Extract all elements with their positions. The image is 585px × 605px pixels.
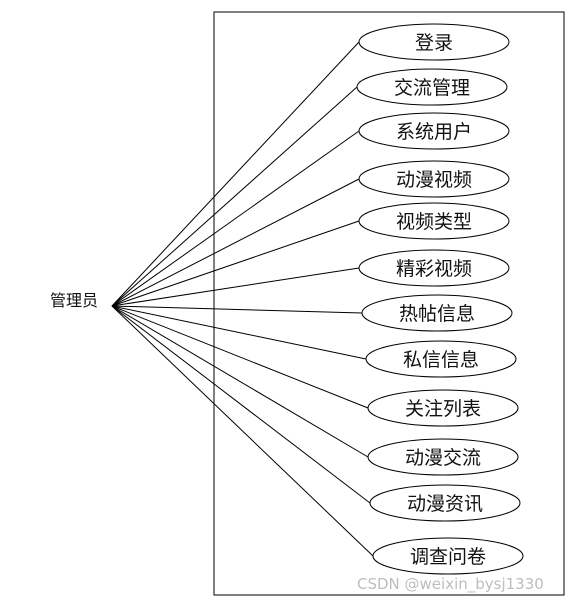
actor-label: 管理员 bbox=[50, 291, 98, 310]
use-case-label: 关注列表 bbox=[405, 398, 481, 420]
use-case-ellipse bbox=[367, 389, 519, 427]
association-line bbox=[111, 267, 360, 307]
use-case-label: 系统用户 bbox=[396, 121, 472, 143]
use-case-nodes: 登录交流管理系统用户动漫视频视频类型精彩视频热帖信息私信信息关注列表动漫交流动漫… bbox=[356, 23, 524, 575]
use-case-ellipse bbox=[356, 68, 508, 106]
association-line bbox=[111, 305, 369, 458]
use-case: 登录 bbox=[358, 23, 510, 61]
use-case-label: 热帖信息 bbox=[399, 303, 475, 325]
watermark: CSDN @weixin_bysj1330 bbox=[357, 575, 544, 594]
use-case: 交流管理 bbox=[356, 68, 508, 106]
association-line bbox=[111, 305, 369, 409]
use-case: 视频类型 bbox=[358, 202, 510, 240]
association-line bbox=[111, 130, 360, 307]
use-case-ellipse bbox=[358, 112, 510, 150]
system-boundary bbox=[213, 11, 565, 596]
association-line bbox=[111, 178, 360, 307]
use-case-ellipse bbox=[358, 202, 510, 240]
use-case-ellipse bbox=[358, 23, 510, 61]
use-case-ellipse bbox=[367, 438, 519, 476]
use-case-label: 精彩视频 bbox=[396, 258, 472, 280]
association-line bbox=[111, 305, 374, 557]
association-line bbox=[111, 41, 360, 307]
use-case: 动漫交流 bbox=[367, 438, 519, 476]
use-case-ellipse bbox=[365, 340, 517, 378]
use-case-ellipse bbox=[358, 160, 510, 198]
association-line bbox=[111, 305, 367, 360]
use-case-label: 调查问卷 bbox=[410, 546, 486, 568]
association-line bbox=[111, 305, 363, 314]
use-case: 热帖信息 bbox=[361, 294, 513, 332]
use-case-ellipse bbox=[358, 249, 510, 287]
use-case-label: 交流管理 bbox=[394, 77, 470, 99]
use-case-label: 视频类型 bbox=[396, 211, 472, 233]
association-line bbox=[111, 86, 358, 307]
use-case: 系统用户 bbox=[358, 112, 510, 150]
use-case: 调查问卷 bbox=[372, 537, 524, 575]
use-case: 关注列表 bbox=[367, 389, 519, 427]
use-case-label: 动漫视频 bbox=[396, 169, 472, 191]
use-case: 私信信息 bbox=[365, 340, 517, 378]
use-case-label: 私信信息 bbox=[403, 349, 479, 371]
use-case-ellipse bbox=[361, 294, 513, 332]
use-case: 动漫视频 bbox=[358, 160, 510, 198]
association-line bbox=[111, 305, 371, 504]
association-lines bbox=[111, 41, 374, 557]
use-case: 动漫资讯 bbox=[369, 484, 521, 522]
use-case-label: 动漫交流 bbox=[405, 447, 481, 469]
use-case-label: 动漫资讯 bbox=[407, 493, 483, 515]
association-line bbox=[111, 220, 360, 307]
use-case-label: 登录 bbox=[415, 32, 453, 54]
use-case: 精彩视频 bbox=[358, 249, 510, 287]
use-case-ellipse bbox=[372, 537, 524, 575]
use-case-ellipse bbox=[369, 484, 521, 522]
